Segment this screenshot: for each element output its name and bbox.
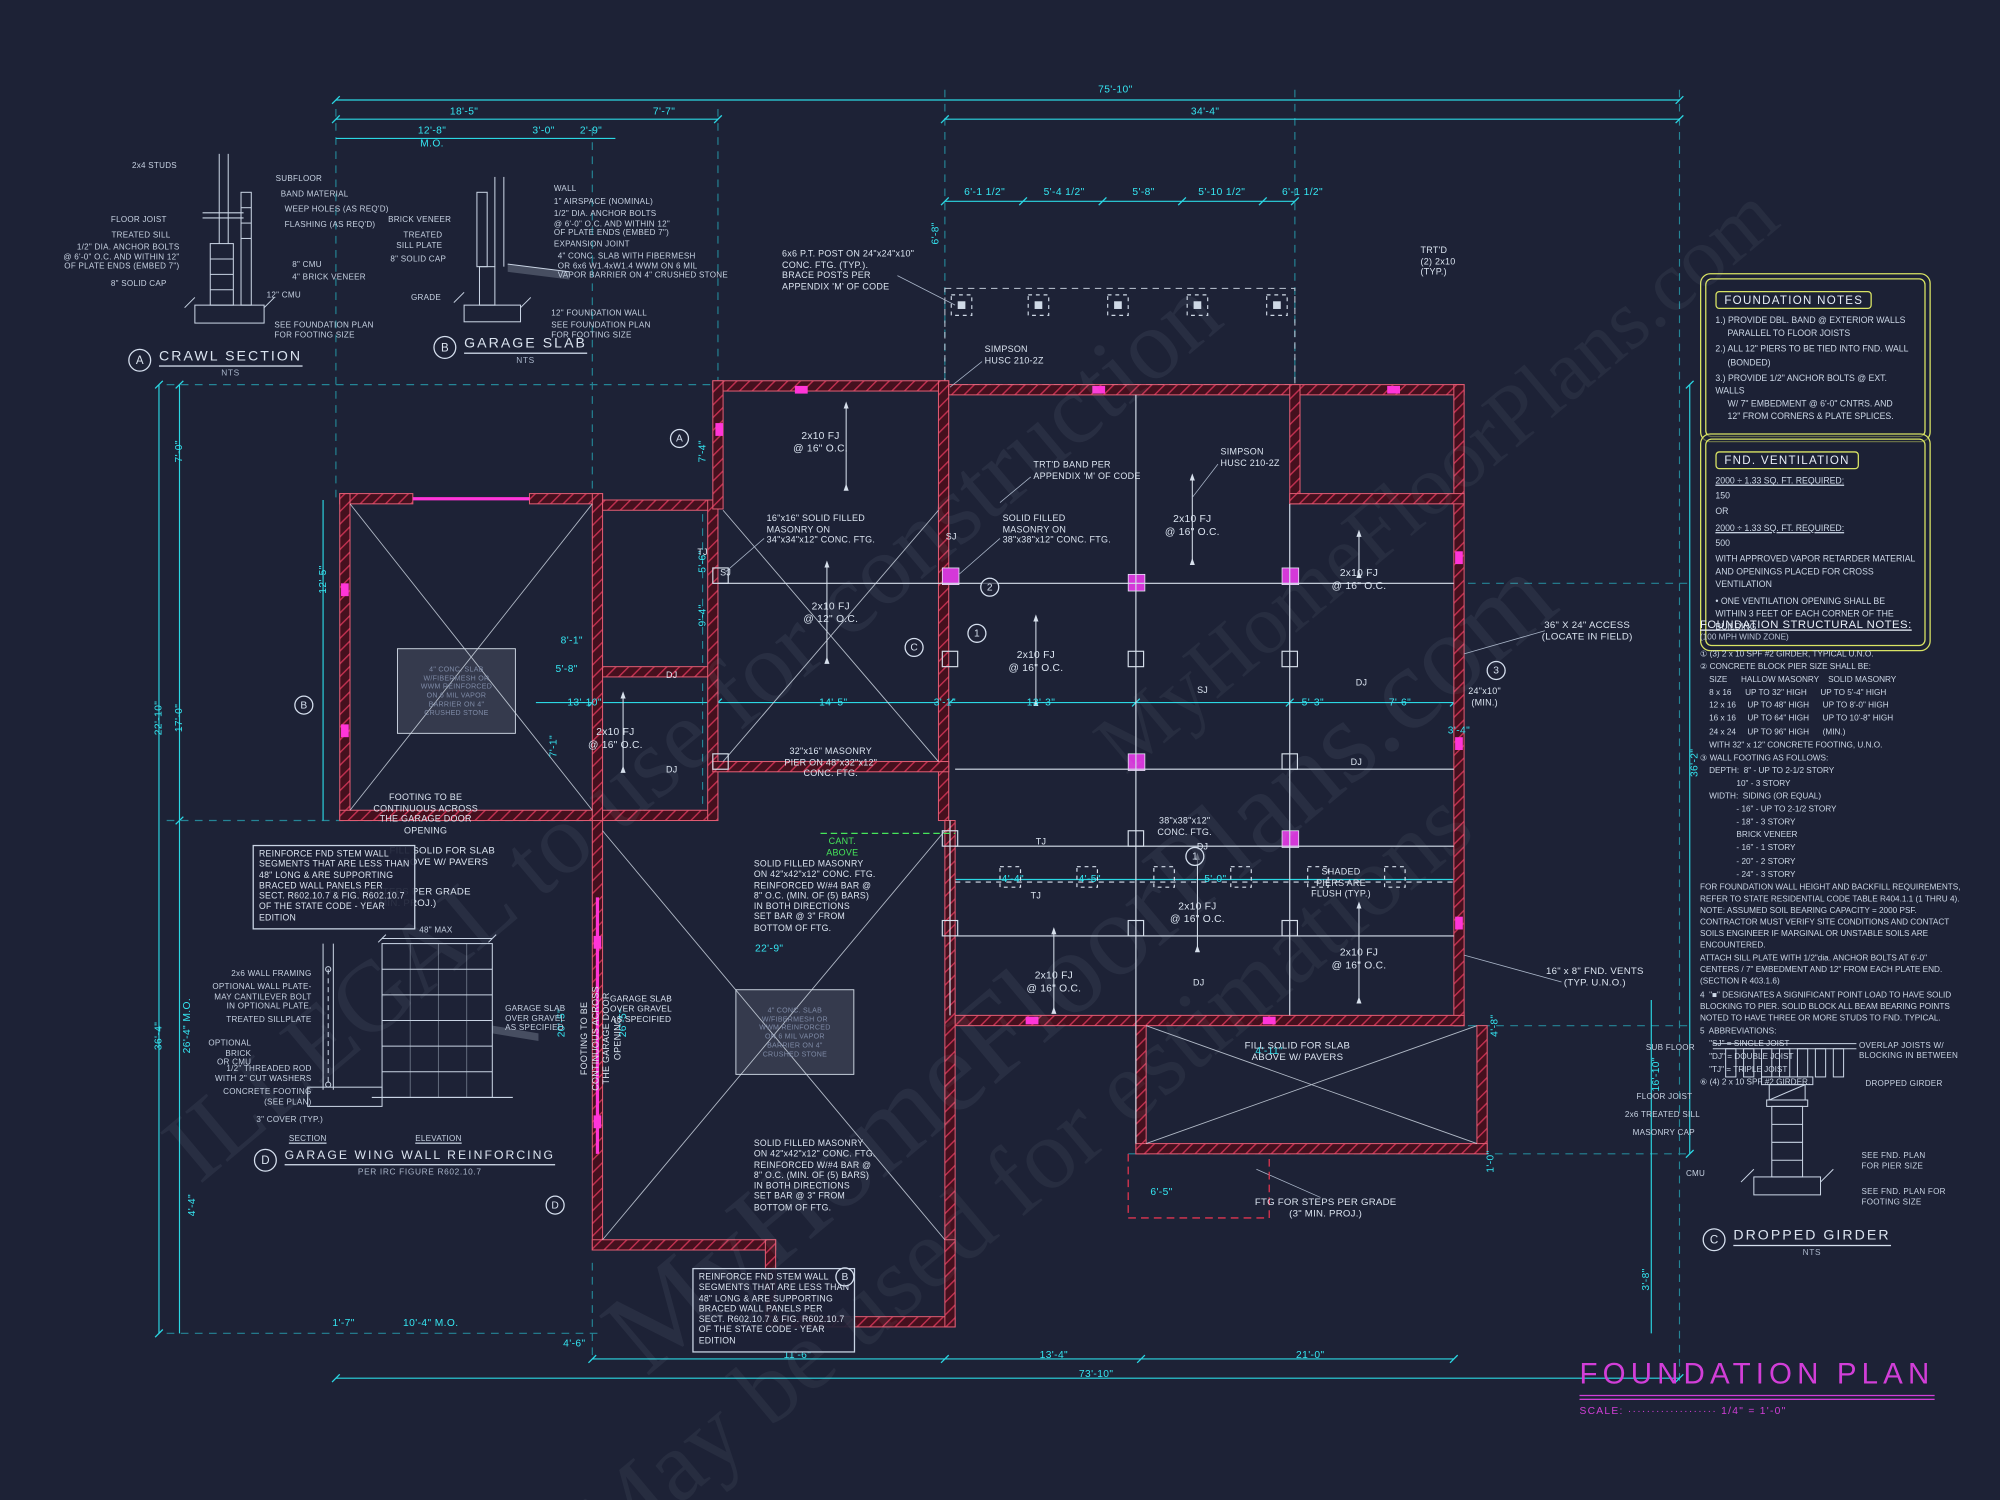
ventilation-line: 2000 ÷ 1.33 SQ. FT. REQUIRED: (1715, 476, 1845, 486)
foundation-note-line: 2.) ALL 12" PIERS TO BE TIED INTO FND. W… (1715, 345, 1909, 368)
ventilation-line: WITH APPROVED VAPOR RETARDER MATERIAL AN… (1715, 555, 1917, 591)
structural-note-line: WITH 32" x 12" CONCRETE FOOTING, U.N.O. (1699, 740, 1883, 750)
structural-note-line: - 16" - 1 STORY (1699, 844, 1796, 854)
sheet-title: FOUNDATION PLAN (1579, 1356, 1935, 1397)
crawl-section-drawing (184, 153, 275, 324)
title-underline (1579, 1398, 1935, 1400)
foundation-walls (339, 380, 1488, 1328)
sheet-scale: SCALE: ··················· 1/4" = 1'-0" (1579, 1405, 1787, 1417)
structural-notes: FOUNDATION STRUCTURAL NOTES: (100 MPH WI… (1700, 618, 1964, 1090)
foundation-notes-title: FOUNDATION NOTES (1715, 291, 1873, 309)
structural-note-line: - 20" - 2 STORY (1699, 857, 1796, 867)
structural-note-line: - 24" - 3 STORY (1699, 869, 1796, 879)
structural-note-line: "TJ" = TRIPLE JOIST (1699, 1065, 1788, 1075)
vents-and-openings (341, 385, 1463, 1154)
detail-letter: A (128, 348, 152, 372)
structural-note-line: ② CONCRETE BLOCK PIER SIZE SHALL BE: (1699, 662, 1871, 672)
garage-slab-drawing (453, 176, 570, 323)
structural-note-line: - 18" - 3 STORY (1699, 818, 1796, 828)
structural-notes-title: FOUNDATION STRUCTURAL NOTES: (1699, 617, 1912, 631)
structural-notes-subtitle: (100 MPH WIND ZONE) (1699, 633, 1789, 643)
ventilation-line: 150 (1715, 492, 1730, 502)
structural-note-line: 4 "■" DESIGNATES A SIGNIFICANT POINT LOA… (1699, 990, 1954, 1023)
foundation-note-line: 3.) PROVIDE 1/2" ANCHOR BOLTS @ EXT. WAL… (1715, 374, 1894, 423)
detail-scale: PER IRC FIGURE R602.10.7 (357, 1167, 482, 1177)
structural-note-line: "DJ" = DOUBLE JOIST (1699, 1052, 1794, 1062)
girders-and-piers (349, 275, 1562, 1241)
foundation-notes-box: FOUNDATION NOTES 1.) PROVIDE DBL. BAND @… (1699, 273, 1931, 442)
detail-scale: NTS (221, 369, 240, 379)
dropped-girder-title: C DROPPED GIRDER NTS (1702, 1228, 1891, 1258)
foundation-note-line: 1.) PROVIDE DBL. BAND @ EXTERIOR WALLS P… (1715, 316, 1906, 339)
structural-note-line: 10" - 3 STORY (1699, 779, 1791, 789)
garage-slab-title: B GARAGE SLAB NTS (433, 335, 587, 366)
structural-note-line: 8 x 16 UP TO 32" HIGH UP TO 5'-4" HIGH (1699, 688, 1887, 698)
detail-title-text: DROPPED GIRDER (1733, 1228, 1891, 1247)
structural-note-line: SIZE HALLOW MASONRY SOLID MASONRY (1699, 675, 1897, 685)
structural-note-line: FOR FOUNDATION WALL HEIGHT AND BACKFILL … (1699, 882, 1963, 951)
porch-posts (944, 287, 1296, 386)
misc-accents (820, 832, 1270, 1219)
structural-note-line: ⑥ (4) 2 x 10 SPF #2 GIRDER. (1699, 1078, 1811, 1088)
structural-note-line: BRICK VENEER (1699, 831, 1798, 841)
structural-note-line: WIDTH: SIDING (OR EQUAL) (1699, 792, 1822, 802)
structural-note-line: DEPTH: 8" - UP TO 2-1/2 STORY (1699, 766, 1835, 776)
detail-letter: D (253, 1148, 277, 1172)
ventilation-title: FND. VENTILATION (1715, 451, 1859, 470)
detail-title-text: GARAGE WING WALL REINFORCING (284, 1149, 555, 1166)
wing-wall-drawing (307, 934, 539, 1107)
crawl-section-title: A CRAWL SECTION NTS (128, 348, 303, 379)
dropped-girder-drawing (1712, 1043, 1857, 1196)
detail-scale: NTS (516, 356, 535, 366)
structural-note-line: 24 x 24 UP TO 96" HIGH (MIN.) (1699, 727, 1846, 737)
ventilation-line: • ONE VENTILATION OPENING SHALL BE WITHI… (1715, 596, 1897, 632)
ventilation-line: 2000 ÷ 1.33 SQ. FT. REQUIRED: (1715, 523, 1845, 533)
structural-note-line: 5 ABBREVIATIONS: (1699, 1026, 1777, 1036)
detail-letter: C (1702, 1228, 1726, 1252)
ventilation-line: OR (1715, 508, 1729, 518)
detail-title-text: GARAGE SLAB (464, 336, 587, 354)
wing-wall-title: D GARAGE WING WALL REINFORCING PER IRC F… (253, 1148, 555, 1177)
structural-note-line: ③ WALL FOOTING AS FOLLOWS: (1699, 753, 1829, 763)
detail-letter: B (433, 335, 457, 359)
dimension-lines (154, 89, 1695, 1385)
detail-scale: NTS (1802, 1248, 1822, 1258)
structural-note-line: ① (3) 2 x 10 SPF #2 GIRDER, TYPICAL U.N.… (1699, 649, 1874, 659)
structural-note-line: - 16" - UP TO 2-1/2 STORY (1699, 805, 1837, 815)
structural-note-line: ATTACH SILL PLATE WITH 1/2"dia. ANCHOR B… (1699, 954, 1945, 987)
ventilation-box: FND. VENTILATION 2000 ÷ 1.33 SQ. FT. REQ… (1699, 433, 1931, 652)
ventilation-line: 500 (1715, 539, 1730, 549)
detail-title-text: CRAWL SECTION (158, 349, 303, 367)
structural-note-line: 16 x 16 UP TO 64" HIGH UP TO 10'-8" HIGH (1699, 714, 1894, 724)
structural-note-line: "SJ" = SINGLE JOIST (1699, 1039, 1790, 1049)
structural-note-line: 12 x 16 UP TO 48" HIGH UP TO 8'-0" HIGH (1699, 701, 1889, 711)
sheet-titleblock: FOUNDATION PLAN SCALE: ·················… (1579, 1356, 1935, 1417)
